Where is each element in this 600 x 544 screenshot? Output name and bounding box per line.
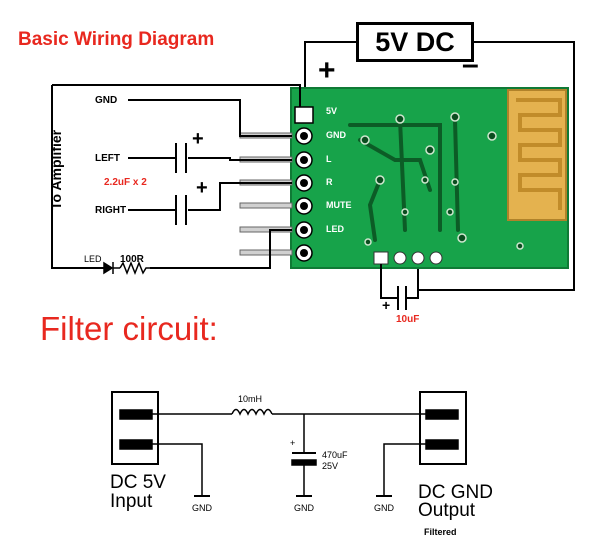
input-label-line2: Input — [110, 491, 153, 512]
to-amplifier-label: To Amplifier — [48, 129, 64, 210]
output-label-line2: Output — [418, 500, 476, 521]
inductor-label: 10mH — [238, 394, 263, 404]
gnd-label-output: GND — [374, 503, 394, 513]
gnd-label-input: GND — [192, 503, 212, 513]
power-plus-sign: + — [318, 54, 336, 87]
output-label-filtered: Filtered — [424, 527, 457, 537]
led-label: LED — [84, 254, 102, 264]
header-pins — [239, 132, 293, 256]
power-supply-label: 5V DC — [356, 22, 474, 62]
output-label-line1: DC GND — [418, 482, 493, 503]
amp-left-label: LEFT — [95, 153, 120, 164]
power-minus-sign: – — [462, 48, 479, 81]
amp-gnd-label: GND — [95, 95, 118, 106]
pin-label-l: L — [326, 154, 332, 164]
cap-note-label: 2.2uF x 2 — [104, 177, 147, 188]
module-pcb — [290, 87, 569, 269]
gnd-label-cap: GND — [294, 503, 314, 513]
pin-label-r: R — [326, 177, 333, 187]
pin-label-gnd: GND — [326, 130, 346, 140]
pin-label-5v: 5V — [326, 106, 338, 116]
input-label-line1: DC 5V — [110, 472, 166, 493]
cap-10uf-label: 10uF — [396, 314, 420, 325]
cap-10uf-plus: + — [382, 297, 391, 313]
pin-label-led: LED — [326, 224, 344, 234]
amp-right-label: RIGHT — [95, 205, 127, 216]
amplifier-wires — [51, 84, 301, 269]
resistor-label: 100R — [120, 254, 144, 265]
filter-cap-plus: + — [290, 438, 296, 448]
cap-10uf — [380, 264, 419, 310]
led-symbol — [103, 260, 150, 276]
cap-right-plus: + — [196, 177, 208, 199]
filter-circuit — [111, 391, 467, 497]
filter-cap-value: 470uF — [322, 450, 348, 460]
filter-cap-voltage: 25V — [322, 461, 339, 471]
pin-label-mute: MUTE — [326, 200, 352, 210]
cap-left-plus: + — [192, 128, 204, 150]
filter-title: Filter circuit: — [40, 310, 218, 347]
diagram-title: Basic Wiring Diagram — [18, 29, 215, 50]
